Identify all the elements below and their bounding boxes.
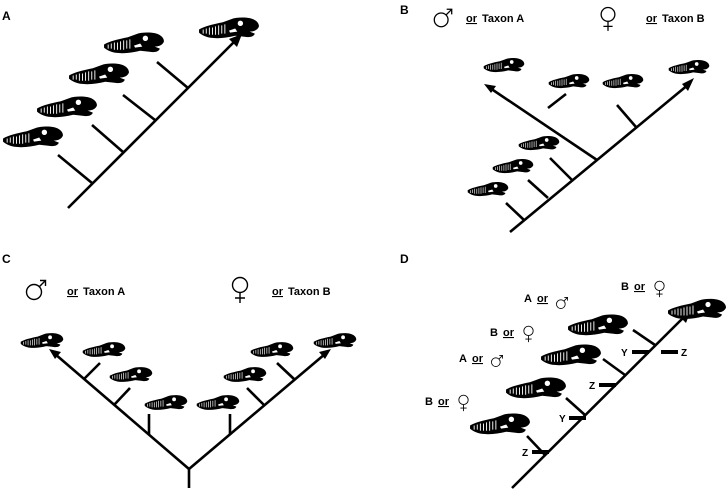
- skull-icon: [518, 135, 560, 151]
- skull-icon: [505, 377, 567, 399]
- female-symbol-icon: [600, 6, 616, 32]
- tip-prefix: or: [438, 396, 450, 408]
- male-symbol-icon: [433, 8, 453, 28]
- male-symbol-icon: [556, 297, 568, 309]
- character-mark-label: Z: [522, 448, 528, 459]
- character-marks: Z Y Z Y Z: [522, 348, 687, 459]
- tip-prefix: or: [472, 353, 484, 365]
- tip-prefix: or: [537, 293, 549, 305]
- tip-prefix: or: [503, 327, 515, 339]
- skull-icon: [20, 332, 64, 349]
- character-bar: [661, 350, 678, 354]
- tip-letter: B: [490, 327, 498, 339]
- skull-icon: [602, 73, 644, 89]
- skull-icon: [467, 181, 509, 197]
- panel-a-label: A: [2, 9, 11, 23]
- panel-d: D Z Y Z Y Z B or A or: [400, 252, 727, 489]
- panel-a-tree: [57, 34, 242, 209]
- legend-taxon-a: Taxon A: [482, 13, 524, 25]
- skull-icon: [109, 366, 153, 383]
- panel-c: C or Taxon A or Taxon B: [2, 252, 357, 488]
- female-symbol-icon: [523, 325, 534, 343]
- panel-d-tree: [511, 310, 691, 489]
- skull-icon: [469, 413, 531, 435]
- skull-icon: [68, 63, 130, 85]
- skull-icon: [36, 96, 98, 118]
- skull-icon: [223, 366, 267, 383]
- skull-icon: [103, 32, 165, 54]
- character-mark-label: Z: [589, 381, 595, 392]
- character-mark-label: Y: [621, 348, 628, 359]
- tip-letter: B: [425, 396, 433, 408]
- skull-icon: [668, 59, 710, 75]
- skull-icon: [483, 57, 525, 73]
- tip-letter: B: [621, 281, 629, 293]
- character-bar: [599, 383, 616, 387]
- character-mark-label: Y: [559, 414, 566, 425]
- panel-d-tip-labels: B or A or B or A or B or: [425, 280, 665, 412]
- tip-letter: A: [459, 353, 467, 365]
- female-symbol-icon: [458, 394, 469, 412]
- panel-d-label: D: [400, 252, 409, 266]
- male-symbol-icon: [491, 355, 503, 367]
- legend-prefix: or: [67, 286, 79, 298]
- panel-b-tree: [484, 78, 694, 234]
- skull-icon: [667, 298, 727, 320]
- tip-letter: A: [524, 293, 532, 305]
- tip-prefix: or: [634, 281, 646, 293]
- character-bar: [569, 416, 586, 420]
- skull-icon: [198, 17, 260, 39]
- character-bar: [632, 350, 649, 354]
- skull-icon: [313, 332, 357, 349]
- panel-b-label: B: [400, 3, 409, 17]
- panel-b-legend: or Taxon A or Taxon B: [433, 6, 705, 32]
- skull-icon: [492, 158, 534, 174]
- skull-icon: [2, 126, 64, 148]
- skull-icon: [144, 394, 188, 411]
- skull-icon: [82, 341, 126, 358]
- character-mark-label: Z: [681, 348, 687, 359]
- legend-prefix: or: [646, 13, 658, 25]
- legend-prefix: or: [466, 13, 478, 25]
- legend-taxon-b: Taxon B: [288, 286, 331, 298]
- legend-prefix: or: [272, 286, 284, 298]
- skull-icon: [250, 341, 294, 358]
- legend-taxon-b: Taxon B: [662, 13, 705, 25]
- female-symbol-icon: [231, 276, 249, 304]
- character-bar: [532, 450, 549, 454]
- skull-icon: [548, 73, 590, 89]
- skull-icon: [540, 344, 602, 366]
- panel-c-label: C: [2, 252, 11, 266]
- legend-taxon-a: Taxon A: [83, 286, 125, 298]
- panel-b: B or Taxon A or Taxon B: [400, 3, 710, 234]
- panel-c-tree: [49, 349, 331, 488]
- female-symbol-icon: [654, 280, 665, 298]
- panel-a: A: [2, 9, 260, 209]
- panel-c-legend: or Taxon A or Taxon B: [25, 276, 331, 304]
- male-symbol-icon: [25, 279, 47, 301]
- skull-icon: [567, 314, 629, 336]
- skull-icon: [196, 394, 240, 411]
